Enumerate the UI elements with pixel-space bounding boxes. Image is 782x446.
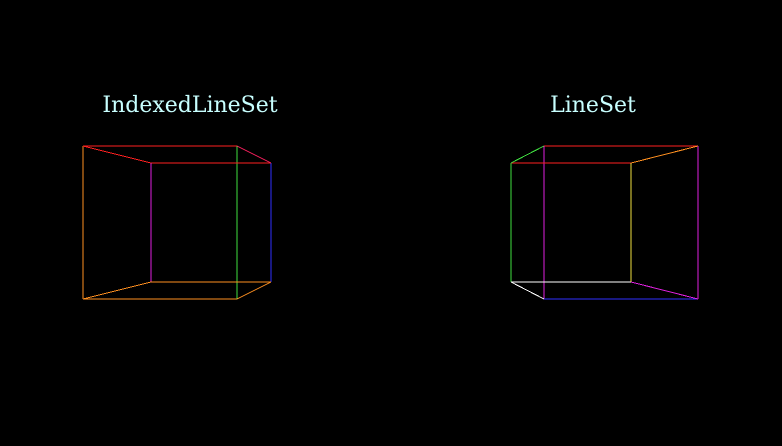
right-cube-connector-bottom-left xyxy=(510,281,545,300)
indexed-line-set-label: IndexedLineSet xyxy=(102,93,278,118)
right-cube-connector-bottom-right xyxy=(630,281,699,300)
line-set-label: LineSet xyxy=(550,93,636,118)
right-cube-connector-top-right xyxy=(630,145,699,164)
left-cube-connector-top-right xyxy=(236,145,272,164)
line-set-cube xyxy=(510,145,699,300)
indexed-line-set-cube xyxy=(82,145,272,300)
left-cube-connector-bottom-left xyxy=(82,281,152,300)
right-cube-connector-top-left xyxy=(510,145,545,164)
left-cube-connector-bottom-right xyxy=(236,281,272,300)
left-cube-connector-top-left xyxy=(82,145,152,164)
